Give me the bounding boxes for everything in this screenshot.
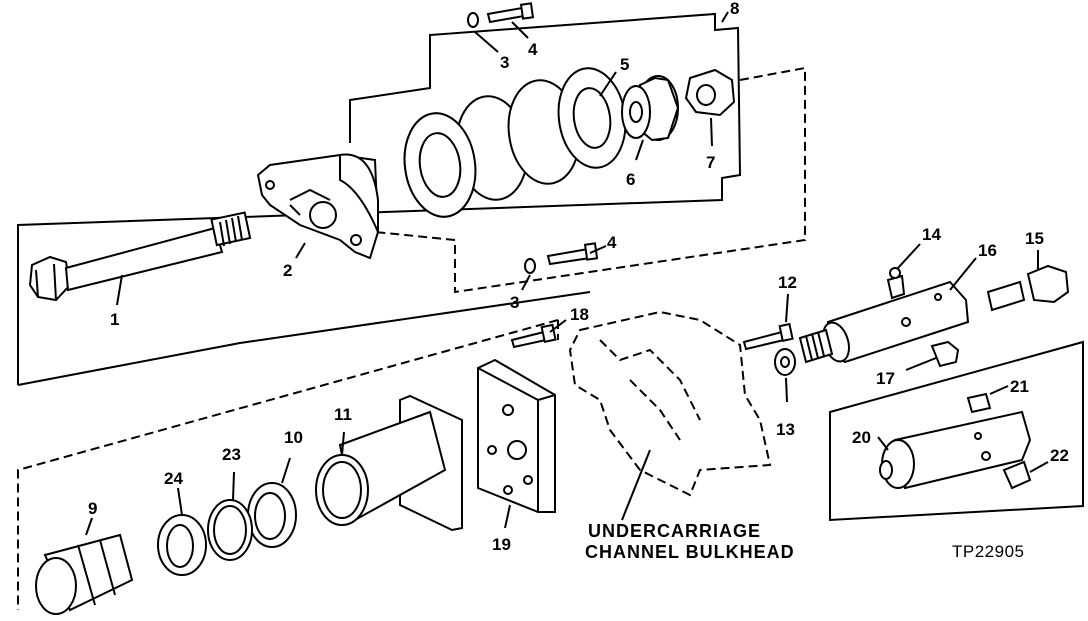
cap-screw-part-18 bbox=[510, 323, 557, 349]
callout-4-lower: 4 bbox=[607, 233, 617, 252]
callout-6: 6 bbox=[626, 170, 635, 189]
cap-screw-part-12 bbox=[742, 322, 794, 351]
callout-14: 14 bbox=[922, 225, 941, 244]
bracket-part-2 bbox=[256, 153, 380, 260]
lower-assembly-dashed-outline bbox=[17, 319, 559, 610]
callout-11: 11 bbox=[334, 405, 352, 424]
caption-line-2: CHANNEL BULKHEAD bbox=[585, 542, 795, 562]
callout-16: 16 bbox=[978, 241, 997, 260]
leader-lines bbox=[85, 11, 1049, 536]
callout-4-upper: 4 bbox=[528, 40, 538, 59]
callout-18: 18 bbox=[570, 305, 589, 324]
callout-13: 13 bbox=[776, 420, 795, 439]
grease-fitting-part-14 bbox=[886, 267, 906, 300]
plug-part-17 bbox=[930, 340, 960, 368]
cylinder-part-20 bbox=[879, 410, 1032, 490]
callout-7: 7 bbox=[706, 153, 715, 172]
caption-line-1: UNDERCARRIAGE bbox=[588, 521, 761, 541]
callout-22: 22 bbox=[1050, 446, 1069, 465]
bushing-part-9 bbox=[35, 533, 134, 615]
nut-part-7 bbox=[684, 68, 736, 117]
fitting-part-22 bbox=[1002, 460, 1032, 490]
callout-24: 24 bbox=[164, 469, 183, 488]
callout-17: 17 bbox=[876, 369, 895, 388]
callout-12: 12 bbox=[778, 273, 797, 292]
cap-screw-part-4-lower bbox=[546, 242, 599, 266]
washer-part-13 bbox=[774, 348, 796, 376]
callout-3-upper: 3 bbox=[500, 53, 509, 72]
fitting-part-15 bbox=[986, 264, 1070, 312]
undercarriage-channel-bulkhead bbox=[568, 310, 772, 497]
cylinder-part-16 bbox=[798, 280, 970, 364]
flanged-tube-part-11 bbox=[315, 394, 463, 532]
washer-part-3-lower bbox=[524, 258, 536, 274]
callout-2: 2 bbox=[283, 261, 292, 280]
upper-assembly-outline-lower bbox=[17, 291, 591, 386]
wiper-part-24 bbox=[157, 514, 207, 576]
plate-part-19 bbox=[477, 358, 556, 513]
callout-5: 5 bbox=[620, 55, 629, 74]
ring-part-23 bbox=[207, 499, 253, 561]
callout-20: 20 bbox=[852, 428, 871, 447]
callout-19: 19 bbox=[492, 535, 511, 554]
callout-21: 21 bbox=[1010, 377, 1029, 396]
figure-reference: TP22905 bbox=[952, 542, 1025, 561]
plug-part-21 bbox=[966, 392, 992, 414]
washer-part-3-upper bbox=[467, 12, 479, 28]
callout-9: 9 bbox=[88, 499, 97, 518]
cap-screw-part-4-upper bbox=[486, 2, 535, 24]
callout-3-lower: 3 bbox=[510, 293, 519, 312]
callout-23: 23 bbox=[222, 445, 241, 464]
grease-cylinder-box bbox=[829, 340, 1084, 522]
callout-1: 1 bbox=[110, 310, 119, 329]
spacer-part-6 bbox=[621, 75, 680, 142]
callout-8: 8 bbox=[730, 0, 739, 18]
spring-part-5 bbox=[403, 67, 627, 218]
callout-15: 15 bbox=[1025, 229, 1044, 248]
seal-part-10 bbox=[247, 482, 297, 548]
upper-assembly-outline bbox=[17, 12, 742, 385]
callout-10: 10 bbox=[284, 428, 303, 447]
bolt-part-1 bbox=[28, 211, 252, 302]
